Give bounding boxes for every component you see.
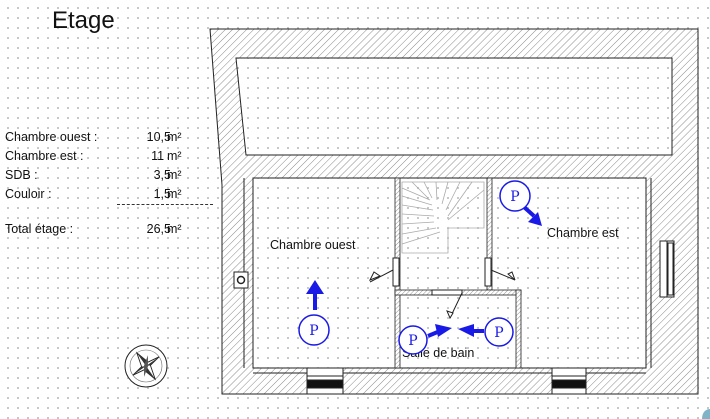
compass-icon — [124, 344, 168, 388]
area-value: 11 — [151, 149, 171, 163]
area-value: 1,5 — [153, 187, 171, 201]
presence-marker-west: P — [298, 280, 330, 346]
presence-marker-bath-left: P — [398, 324, 452, 355]
bathroom-right-wall — [515, 289, 522, 369]
presence-marker-label: P — [510, 189, 519, 205]
area-label: Chambre est : — [5, 149, 84, 163]
area-unit: m² — [167, 130, 182, 144]
presence-marker-east: P — [499, 180, 542, 226]
window-south-east — [551, 367, 587, 395]
door-west-bedroom — [368, 257, 400, 287]
area-label: Couloir : — [5, 187, 52, 201]
room-label-west: Chambre ouest — [270, 238, 356, 252]
door-bathroom — [431, 289, 463, 320]
area-row-couloir: Couloir : 1,5 m² — [5, 185, 215, 204]
area-value: 3,5 — [153, 168, 171, 182]
area-unit: m² — [167, 149, 182, 163]
presence-marker-bath-right: P — [458, 317, 514, 347]
area-row-sdb: SDB : 3,5 m² — [5, 166, 215, 185]
window-south-west — [306, 367, 344, 395]
page-title: Etage — [52, 7, 115, 34]
area-label: SDB : — [5, 168, 38, 182]
area-total-row: Total étage : 26,5 m² — [5, 222, 215, 241]
area-table: Chambre ouest : 10,5 m² Chambre est : 11… — [5, 128, 215, 204]
corner-decoration-icon — [702, 409, 710, 419]
area-unit: m² — [167, 168, 182, 182]
presence-marker-label: P — [494, 325, 503, 341]
total-separator — [117, 204, 213, 205]
area-value: 10,5 — [146, 130, 171, 144]
total-unit: m² — [167, 222, 182, 236]
outer-walls — [209, 28, 699, 395]
wall-socket-icon — [233, 271, 249, 289]
total-value: 26,5 — [146, 222, 171, 236]
door-east-bedroom — [484, 257, 516, 287]
area-unit: m² — [167, 187, 182, 201]
presence-marker-label: P — [309, 323, 318, 339]
room-label-east: Chambre est — [547, 226, 619, 240]
window-east — [659, 240, 675, 298]
area-label: Chambre ouest : — [5, 130, 98, 144]
presence-marker-label: P — [408, 333, 417, 349]
total-label: Total étage : — [5, 222, 74, 236]
area-row-chambre-est: Chambre est : 11 m² — [5, 147, 215, 166]
area-row-chambre-ouest: Chambre ouest : 10,5 m² — [5, 128, 215, 147]
staircase — [401, 181, 485, 254]
